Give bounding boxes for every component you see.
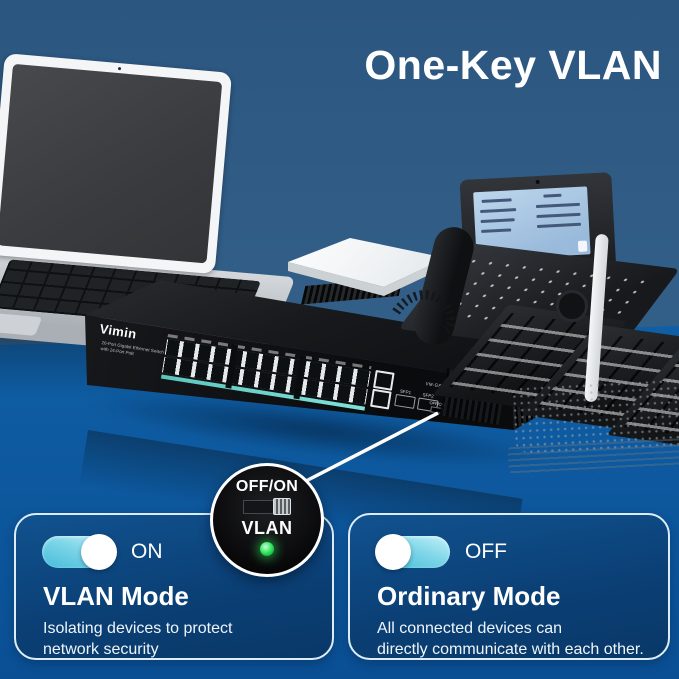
slide-switch-knob[interactable] bbox=[273, 498, 291, 515]
slide-switch-track bbox=[243, 499, 275, 514]
ordinary-mode-toggle[interactable] bbox=[375, 534, 450, 570]
phone-display-line bbox=[480, 218, 515, 223]
phone-display-line bbox=[480, 208, 517, 214]
toggle-knob[interactable] bbox=[81, 534, 117, 570]
ordinary-toggle-row: OFF bbox=[375, 534, 668, 570]
phone-display-line bbox=[536, 222, 582, 229]
ordinary-mode-title: Ordinary Mode bbox=[377, 581, 561, 611]
ordinary-toggle-state-label: OFF bbox=[465, 540, 507, 563]
laptop-display bbox=[0, 63, 223, 264]
phone-display-line bbox=[536, 212, 581, 219]
ordinary-mode-description-line1: All connected devices can bbox=[377, 620, 562, 637]
vlan-toggle-state-label: ON bbox=[131, 540, 163, 563]
ordinary-mode-description-line2: directly communicate with each other. bbox=[377, 641, 644, 659]
page-title: One-Key VLAN bbox=[364, 42, 662, 88]
phone-display-header bbox=[543, 193, 562, 198]
vlan-toggle-row: ON bbox=[42, 534, 332, 570]
vlan-mode-title: VLAN Mode bbox=[43, 581, 189, 611]
vlan-mode-description: Isolating devices to protect network sec… bbox=[43, 618, 332, 661]
laptop-trackpad bbox=[0, 309, 43, 336]
toggle-knob[interactable] bbox=[375, 534, 411, 570]
phone-camera-dot bbox=[535, 179, 540, 185]
laptop-webcam bbox=[117, 67, 122, 71]
uplink-port bbox=[370, 388, 392, 410]
vlan-key-callout: OFF/ON VLAN bbox=[210, 463, 324, 577]
vlan-status-led bbox=[260, 542, 274, 556]
sfp-port-1: SFP1 bbox=[394, 388, 416, 409]
laptop-screen bbox=[0, 53, 233, 275]
phone-cord bbox=[392, 290, 456, 334]
callout-onoff-label: OFF/ON bbox=[235, 478, 299, 495]
vlan-slide-switch-zoomed[interactable] bbox=[243, 498, 291, 515]
callout-vlan-label: VLAN bbox=[241, 518, 293, 538]
vlan-mode-toggle[interactable] bbox=[42, 534, 117, 570]
uplink-port bbox=[373, 369, 395, 391]
access-point-image bbox=[283, 232, 451, 312]
phone-display-line bbox=[481, 228, 512, 233]
vlan-mode-description-line1: Isolating devices to protect bbox=[43, 620, 233, 637]
vlan-mode-description-line2: network security bbox=[43, 641, 159, 659]
ordinary-mode-description: All connected devices can directly commu… bbox=[377, 618, 668, 661]
phone-display-line bbox=[535, 202, 580, 209]
phone-display-icon bbox=[577, 240, 588, 252]
phone-nav-ring bbox=[556, 290, 588, 322]
ordinary-mode-card: OFF Ordinary Mode All connected devices … bbox=[348, 513, 670, 660]
phone-display-line bbox=[481, 198, 512, 203]
